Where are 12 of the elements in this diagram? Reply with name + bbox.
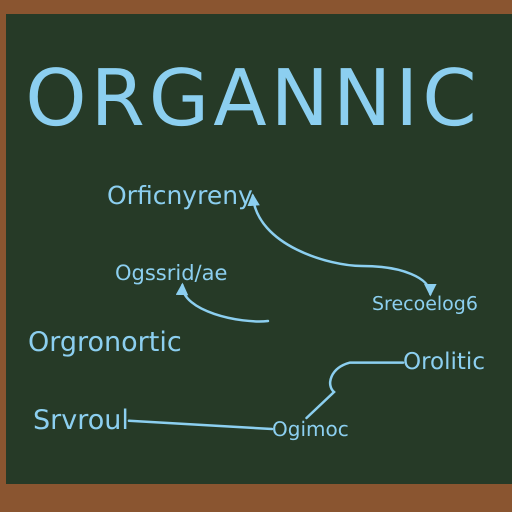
chalk-text: Orgronortic (28, 328, 182, 358)
title: ORGANNIC (24, 60, 482, 138)
chalk-text: Srvroul (33, 406, 129, 436)
chalk-text: Orolitic (403, 350, 485, 376)
chalk-arrow (178, 282, 270, 323)
chalk-line (305, 361, 404, 420)
chalk-line (128, 420, 274, 430)
chalk-text: Ogimoc (272, 418, 349, 440)
chalk-text: Ogssrid/ae (115, 262, 228, 286)
chalk-text: Orficnyreny (107, 182, 253, 210)
chalk-text: Srecoelog6 (372, 294, 478, 315)
chalk-arrow (248, 193, 436, 296)
